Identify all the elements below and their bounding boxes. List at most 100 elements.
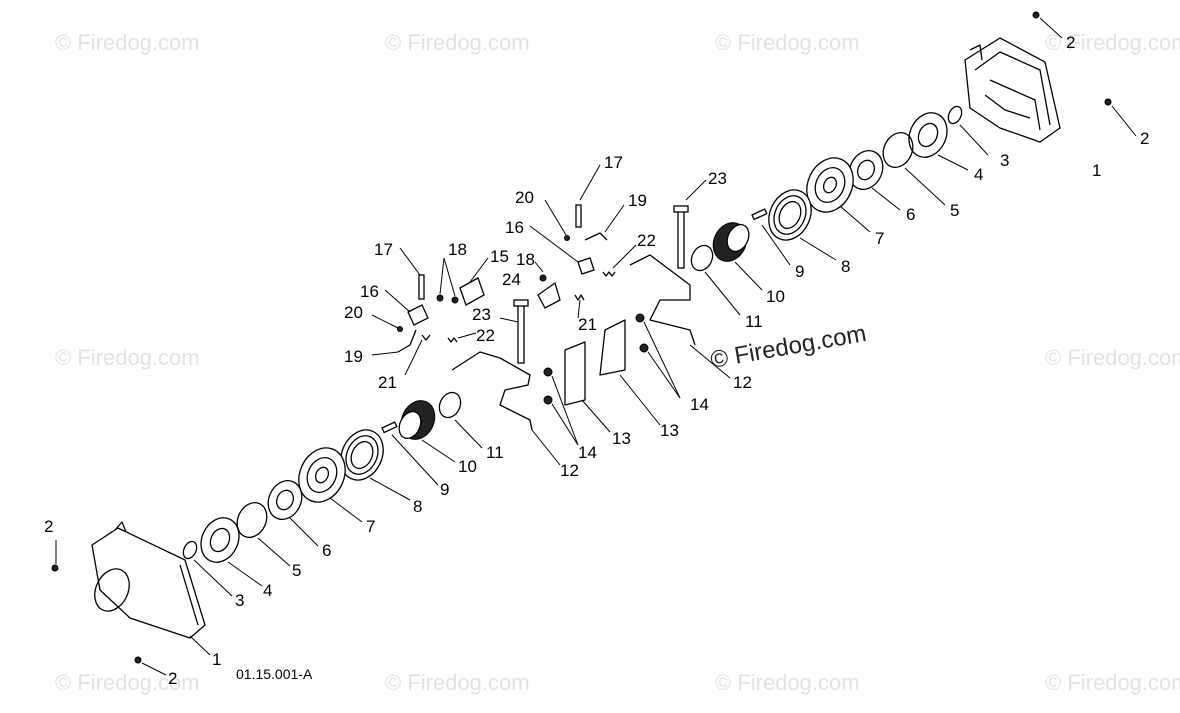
callout-20: 20 [515,188,534,207]
part-3-ring [182,540,233,597]
callout-15: 15 [490,247,509,266]
part-20-screw [371,314,403,332]
watermark-text: © Firedog.com [1045,345,1180,370]
callout-4: 4 [974,165,983,184]
part-23-bolt [673,179,707,269]
part-23-bolt [499,299,529,364]
callout-3: 3 [1000,151,1009,170]
watermark-text: © Firedog.com [55,30,200,55]
part-2-screw [134,656,167,676]
callout-19: 19 [628,191,647,210]
watermark-text: © Firedog.com [715,670,860,695]
callout-17: 17 [374,240,393,259]
callout-8: 8 [413,497,422,516]
part-2-screw [1104,98,1137,137]
part-4-clutch-hub [908,112,969,171]
callout-7: 7 [875,229,884,248]
callout-7: 7 [366,517,375,536]
callout-3: 3 [235,591,244,610]
watermark-text: © Firedog.com [1045,30,1180,55]
callout-19: 19 [344,347,363,366]
part-4-clutch-hub [200,517,263,587]
callout-2: 2 [168,669,177,688]
part-1-cover-right [964,37,1061,143]
callout-2: 2 [1066,33,1075,52]
callout-11: 11 [486,443,504,462]
part-6-star-washer [848,150,901,211]
part-18-nut [534,261,547,282]
part-12-bracket [629,254,731,379]
callout-6: 6 [322,541,331,560]
callout-18: 18 [516,250,535,269]
callout-16: 16 [505,218,524,237]
callout-18: 18 [448,240,467,259]
part-24-plate [537,281,561,309]
part-21-spring [404,334,431,376]
part-18-nut [436,257,459,304]
callout-12: 12 [560,461,579,480]
upper-right-assembly [529,11,1137,426]
part-2-screw [1032,11,1063,39]
callout-10: 10 [458,457,477,476]
callout-20: 20 [344,303,363,322]
part-17-pin [399,247,425,300]
part-5-ring [236,501,291,567]
part-9-pin [381,421,439,486]
callout-21: 21 [378,373,397,392]
callout-6: 6 [906,205,915,224]
callout-9: 9 [795,262,804,281]
watermark-text: © Firedog.com [55,670,200,695]
watermarks: © Firedog.com © Firedog.com © Firedog.co… [55,30,1180,695]
center-watermark: © Firedog.com [708,320,868,374]
part-10-sleeve [398,400,456,463]
part-3-ring [947,105,989,156]
part-5-ring [882,131,946,206]
part-17-pin [575,164,601,228]
part-8-spring [340,429,411,501]
callout-5: 5 [292,561,301,580]
callout-23: 23 [708,169,727,188]
part-15-plate [459,257,489,306]
part-22-spring [602,244,637,277]
drawing-code: 01.15.001-A [236,666,313,682]
part-22-spring [447,332,477,343]
callout-14: 14 [690,395,709,414]
part-13-bracket [599,319,661,426]
lower-left-assembly [51,391,483,676]
callout-4: 4 [263,581,272,600]
part-6-star-washer [267,480,319,547]
callout-8: 8 [841,257,850,276]
callout-14: 14 [578,443,597,462]
callout-2: 2 [1140,129,1149,148]
callout-1: 1 [212,650,221,669]
callout-17: 17 [604,153,623,172]
callout-2: 2 [44,517,53,536]
callout-12: 12 [733,373,752,392]
part-16-lever [384,289,429,326]
part-1-cover-left [91,521,211,656]
callout-21: 21 [578,315,597,334]
part-14-nut [543,367,579,446]
part-8-spring [768,189,837,261]
callout-13: 13 [612,429,631,448]
center-left-linkage [371,247,611,466]
part-14-nut [635,313,681,399]
callout-13: 13 [660,421,679,440]
callout-22: 22 [476,326,495,345]
callout-16: 16 [360,282,379,301]
part-2-screw [51,540,59,572]
part-12-bracket [451,351,561,466]
watermark-text: © Firedog.com [385,30,530,55]
callout-1: 1 [1092,161,1101,180]
part-10-sleeve [712,222,763,291]
part-11-washer [438,391,483,449]
part-13-bracket [564,341,611,433]
part-7-drum [298,447,363,523]
callout-10: 10 [766,287,785,306]
watermark-text: © Firedog.com [385,670,530,695]
part-11-washer [690,244,741,316]
callout-22: 22 [637,231,656,250]
part-16-lever [529,225,595,275]
watermark-text: © Firedog.com [715,30,860,55]
